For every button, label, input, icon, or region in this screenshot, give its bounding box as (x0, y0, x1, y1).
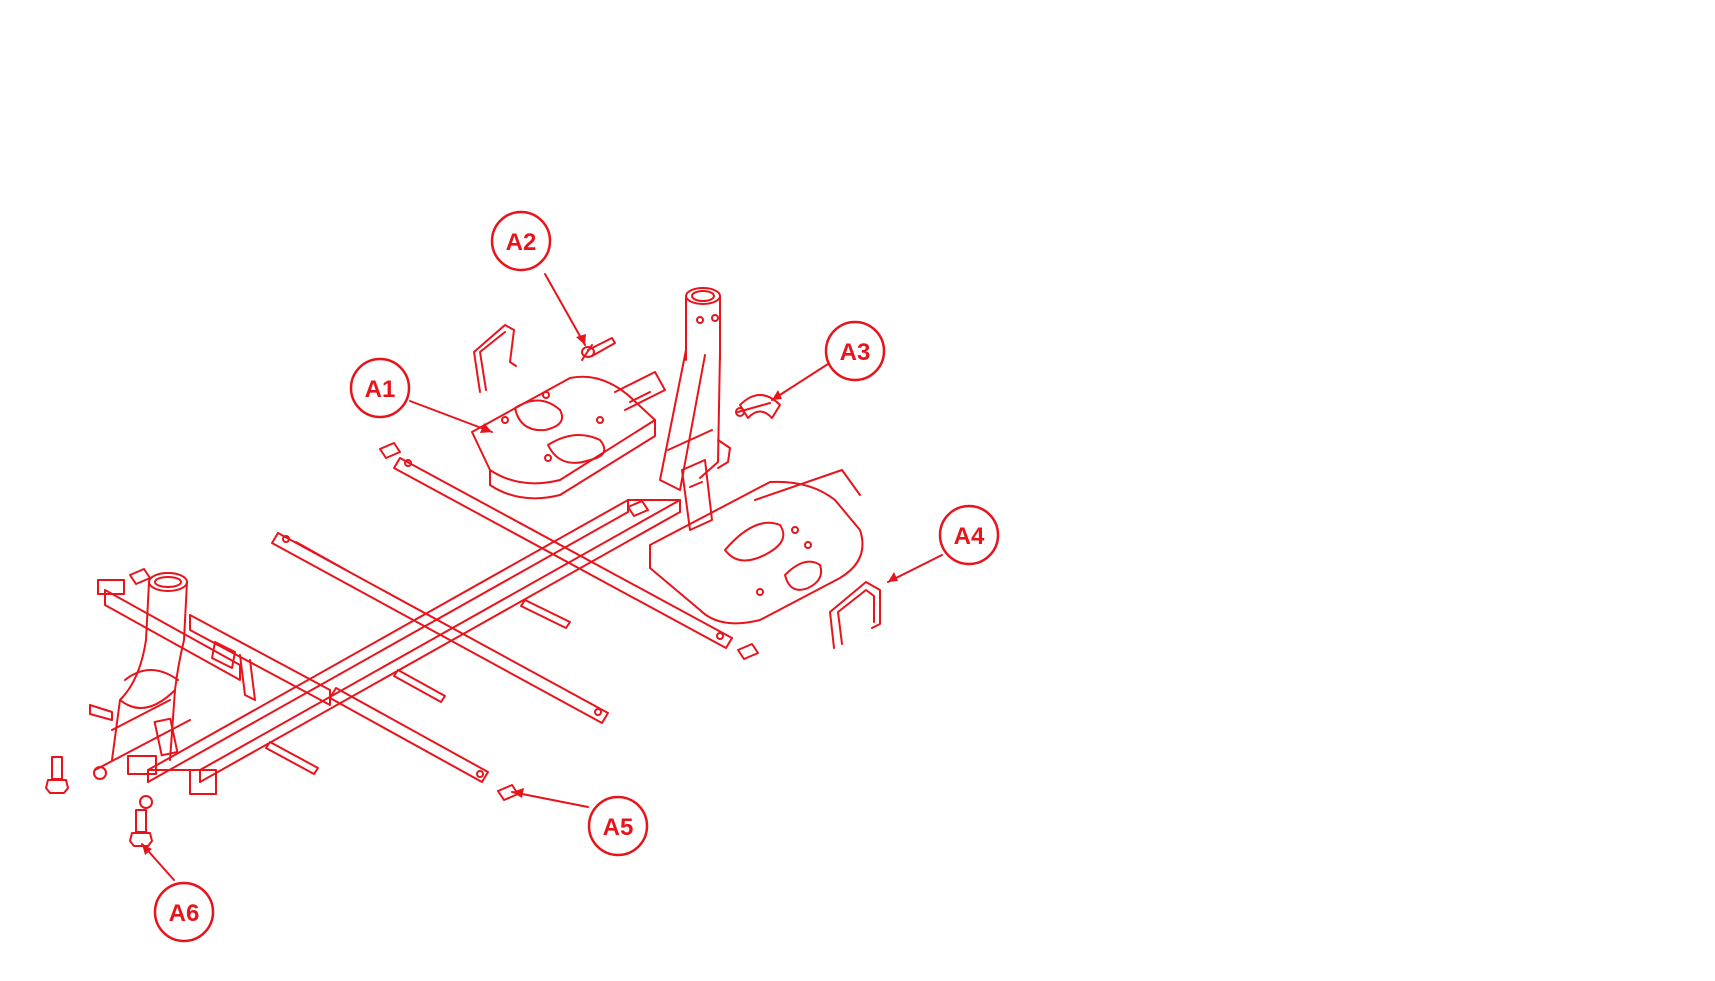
seat-post-tower (659, 287, 731, 491)
hex-bolt-a6 (129, 809, 153, 847)
callout-a2: A2 (490, 210, 552, 272)
callout-a6-label: A6 (169, 900, 200, 927)
front-axle-bar (97, 579, 331, 795)
u-bracket-rear (473, 324, 517, 393)
callout-a1-label: A1 (365, 376, 396, 403)
callout-a4-label: A4 (954, 523, 985, 550)
rear-seat-mount-plate (471, 371, 666, 500)
callout-a4: A4 (938, 504, 1000, 566)
main-frame-tube (147, 499, 681, 783)
head-tube-assembly (89, 572, 256, 809)
hex-bolt-left (45, 756, 69, 794)
front-seat-mount-plate (649, 459, 864, 625)
frame-slots (265, 599, 571, 775)
rear-cross-member (329, 687, 489, 783)
seat-post-knob (581, 337, 616, 361)
u-bracket-front (829, 581, 881, 649)
front-cross-member (271, 532, 609, 724)
seat-post-clamp (735, 394, 781, 419)
callout-a3: A3 (824, 320, 886, 382)
callout-arrowheads (142, 334, 898, 855)
callout-a5: A5 (587, 795, 649, 857)
callout-a5-label: A5 (603, 814, 634, 841)
middle-cross-member (393, 457, 733, 649)
mounting-clips (129, 442, 759, 801)
callout-a1: A1 (349, 357, 411, 419)
callout-a6: A6 (153, 881, 215, 943)
callout-a2-label: A2 (506, 229, 537, 256)
callout-a3-label: A3 (840, 339, 871, 366)
